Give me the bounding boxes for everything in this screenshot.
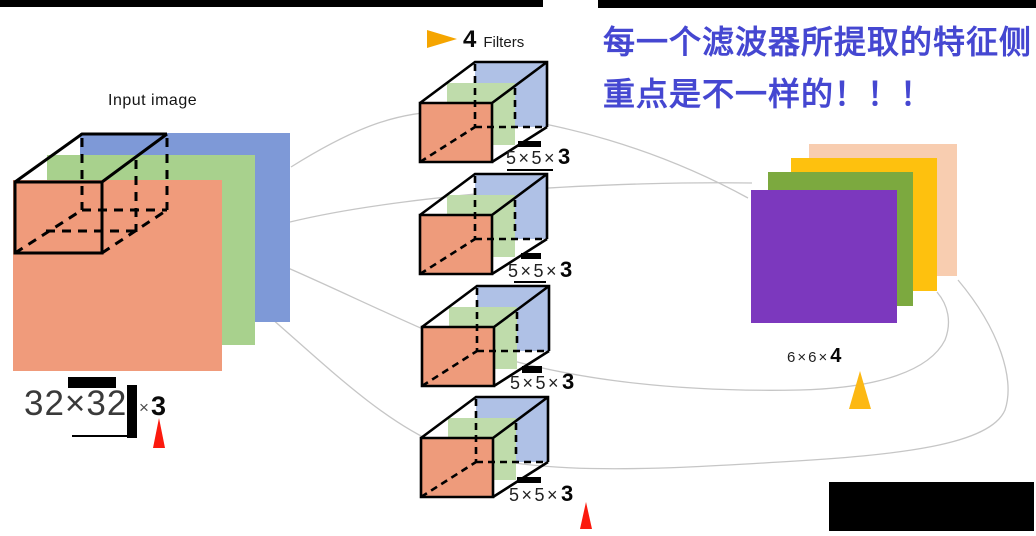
output-depth: 4	[830, 345, 842, 367]
filter-4-depth: 3	[561, 481, 574, 506]
redaction-mark-input-bar	[127, 385, 137, 438]
filter-3-size-label: 5×5× 3	[510, 369, 574, 395]
redaction-mark-filter-3	[522, 366, 542, 373]
input-image-stack	[13, 133, 290, 371]
underline-input	[72, 435, 135, 437]
highlight-marks	[68, 141, 553, 483]
input-wireframe-cube	[13, 132, 169, 255]
filter-3-size: 5×5×	[510, 373, 562, 393]
redaction-mark-filter-2	[521, 253, 541, 259]
input-image-title: Input image	[108, 92, 198, 109]
redaction-mark-filter-4	[517, 477, 541, 483]
annotation-line-1: 每一个滤波器所提取的特征侧	[603, 24, 1033, 60]
red-arrow-icon-input	[153, 418, 165, 448]
redaction-bar-top-left	[0, 0, 543, 7]
filters-count: 4	[463, 26, 477, 53]
output-size: 6×6×	[787, 349, 830, 366]
filter-2-depth: 3	[560, 257, 573, 282]
filter-4-size: 5×5×	[509, 485, 561, 505]
filter-2-size: 5×5×	[508, 261, 560, 281]
redaction-mark-input-top	[68, 377, 116, 388]
filters-pointer-icon	[427, 30, 457, 48]
red-arrow-icon-filter4	[580, 502, 592, 529]
input-size-label: 32×32	[24, 384, 128, 423]
filter-1-size-label: 5×5× 3	[506, 144, 570, 170]
feature-map-purple	[751, 190, 897, 323]
output-pointer-icon	[849, 371, 871, 409]
filter-3-depth: 3	[562, 369, 575, 394]
filter-2-size-label: 5×5× 3	[508, 257, 572, 283]
redaction-mark-filter-1	[518, 141, 541, 147]
input-times-sign: ×	[139, 398, 149, 417]
output-feature-map-stack	[751, 144, 957, 323]
redaction-bar-top-right	[598, 0, 1036, 8]
underline-filter-2	[514, 281, 546, 283]
filters-word: Filters	[483, 34, 525, 51]
input-channel-red	[13, 180, 222, 371]
underline-filter-1	[507, 169, 553, 171]
input-depth-label: 3	[151, 391, 167, 421]
annotation-line-2: 重点是不一样的！！！	[603, 76, 934, 112]
filters-header: 4 Filters	[463, 26, 524, 54]
filter-1-depth: 3	[558, 144, 571, 169]
output-size-label: 6×6× 4	[787, 345, 841, 368]
filter-4-size-label: 5×5× 3	[509, 481, 573, 507]
redaction-bar-bottom-right	[829, 482, 1034, 531]
filter-1-size: 5×5×	[506, 148, 558, 168]
